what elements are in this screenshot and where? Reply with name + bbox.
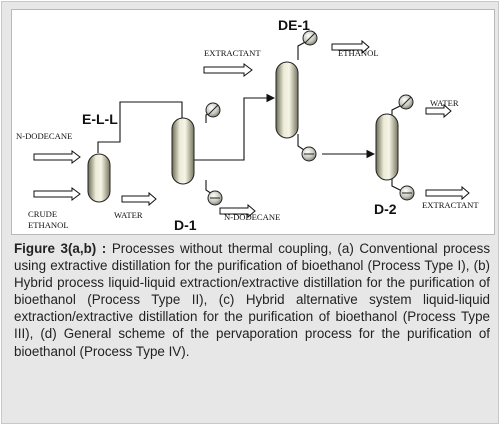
water-product-arrow bbox=[425, 103, 452, 119]
de1-condenser-icon bbox=[302, 30, 318, 46]
d1-column bbox=[171, 117, 195, 185]
heat-exchangers bbox=[205, 30, 415, 206]
extractant-product-arrow bbox=[425, 185, 470, 201]
water-ell-product-arrow bbox=[121, 191, 157, 207]
extractant-feed-arrow bbox=[203, 63, 253, 77]
n-dodecane-out-label: N-DODECANE bbox=[224, 212, 280, 222]
process-flow-svg: DE-1 E-L-L D-1 D-2 EXTRACTANT ETHANOL WA… bbox=[16, 17, 479, 233]
figure-caption: Figure 3(a,b) : Processes without therma… bbox=[14, 240, 490, 360]
extractant-out-label: EXTRACTANT bbox=[422, 200, 479, 210]
product-arrows bbox=[121, 39, 470, 219]
ell-to-d1-stream bbox=[97, 101, 183, 153]
ethanol-product-arrow bbox=[331, 39, 370, 55]
de1-column bbox=[275, 61, 299, 139]
dodecane-product-arrow bbox=[219, 203, 256, 219]
ethanol-label: ETHANOL bbox=[338, 48, 379, 58]
d2-label: D-2 bbox=[374, 201, 397, 217]
streams bbox=[97, 39, 405, 197]
ell-column bbox=[87, 153, 111, 203]
d1-reboiler-icon bbox=[207, 190, 223, 206]
caption-text: Processes without thermal coupling, (a) … bbox=[14, 241, 491, 359]
extractant-in-label: EXTRACTANT bbox=[204, 48, 261, 58]
d1-label: D-1 bbox=[174, 217, 197, 233]
d2-reboiler-icon bbox=[399, 185, 415, 201]
figure-label: Figure 3(a,b) : bbox=[14, 241, 107, 256]
d2-condenser-icon bbox=[398, 94, 414, 110]
ell-label: E-L-L bbox=[82, 111, 118, 127]
water-top-label: WATER bbox=[430, 98, 459, 108]
process-diagram: DE-1 E-L-L D-1 D-2 EXTRACTANT ETHANOL WA… bbox=[11, 9, 495, 235]
d1-to-de1-stream bbox=[194, 93, 276, 161]
ethanol-crude-label: ETHANOL bbox=[28, 220, 69, 230]
crude-label: CRUDE bbox=[28, 209, 57, 219]
d1-condenser-icon bbox=[205, 102, 221, 118]
dodecane-feed-arrow bbox=[33, 150, 81, 164]
crude-feed-arrow bbox=[33, 187, 81, 201]
water-ell-label: WATER bbox=[114, 210, 143, 220]
d2-column bbox=[375, 113, 399, 181]
n-dodecane-in-label: N-DODECANE bbox=[16, 131, 72, 141]
de1-label: DE-1 bbox=[278, 17, 310, 33]
feed-arrows bbox=[33, 63, 253, 201]
de1-reboiler-icon bbox=[301, 146, 317, 162]
